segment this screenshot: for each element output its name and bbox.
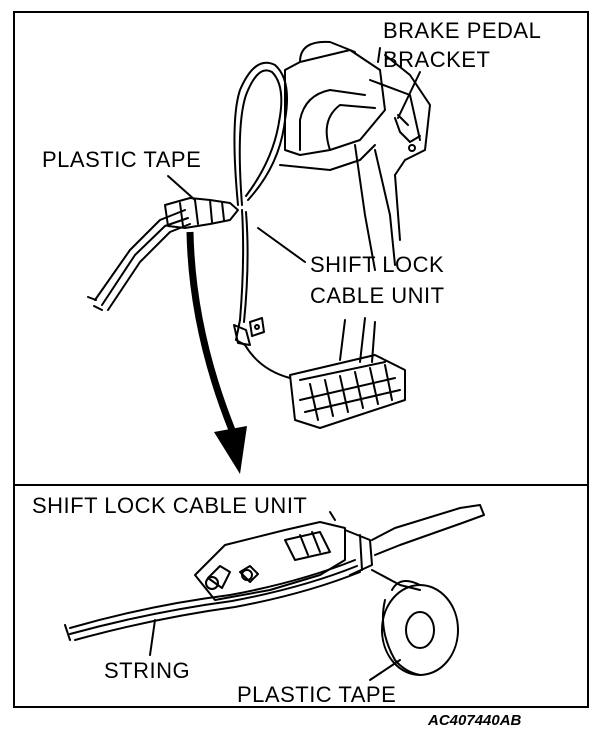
leader-shift-lock-bottom bbox=[329, 511, 336, 521]
brake-pedal-bracket-label-2: BRACKET bbox=[383, 47, 491, 72]
shift-lock-cable-detail bbox=[194, 504, 485, 601]
brake-pedal bbox=[289, 317, 406, 429]
shift-lock-cable-unit-label-bottom: SHIFT LOCK CABLE UNIT bbox=[32, 493, 308, 518]
plastic-tape-label-bottom: PLASTIC TAPE bbox=[237, 682, 397, 707]
plastic-tape-roll bbox=[371, 569, 459, 676]
leader-bracket-2 bbox=[377, 47, 381, 63]
leader-shift-lock-top bbox=[257, 227, 306, 263]
panel-divider bbox=[13, 484, 589, 486]
transition-arrow bbox=[186, 231, 247, 474]
shift-lock-cable-unit-label-2: CABLE UNIT bbox=[310, 283, 445, 308]
leader-plastic-tape-top bbox=[167, 175, 196, 201]
diagram-frame bbox=[13, 11, 589, 708]
leader-string bbox=[149, 619, 156, 656]
leader-plastic-tape-bottom bbox=[369, 659, 401, 681]
string-harness bbox=[64, 559, 361, 641]
plastic-tape-label-top: PLASTIC TAPE bbox=[42, 147, 202, 172]
figure-code: AC407440AB bbox=[428, 712, 522, 729]
wiring-harness-top bbox=[87, 197, 239, 311]
leader-bracket bbox=[397, 71, 421, 119]
shift-lock-cable-top bbox=[233, 61, 291, 379]
brake-pedal-bracket bbox=[279, 40, 431, 271]
brake-pedal-bracket-label: BRAKE PEDAL bbox=[383, 18, 542, 43]
string-label: STRING bbox=[104, 658, 191, 683]
shift-lock-cable-unit-label: SHIFT LOCK bbox=[310, 252, 445, 277]
